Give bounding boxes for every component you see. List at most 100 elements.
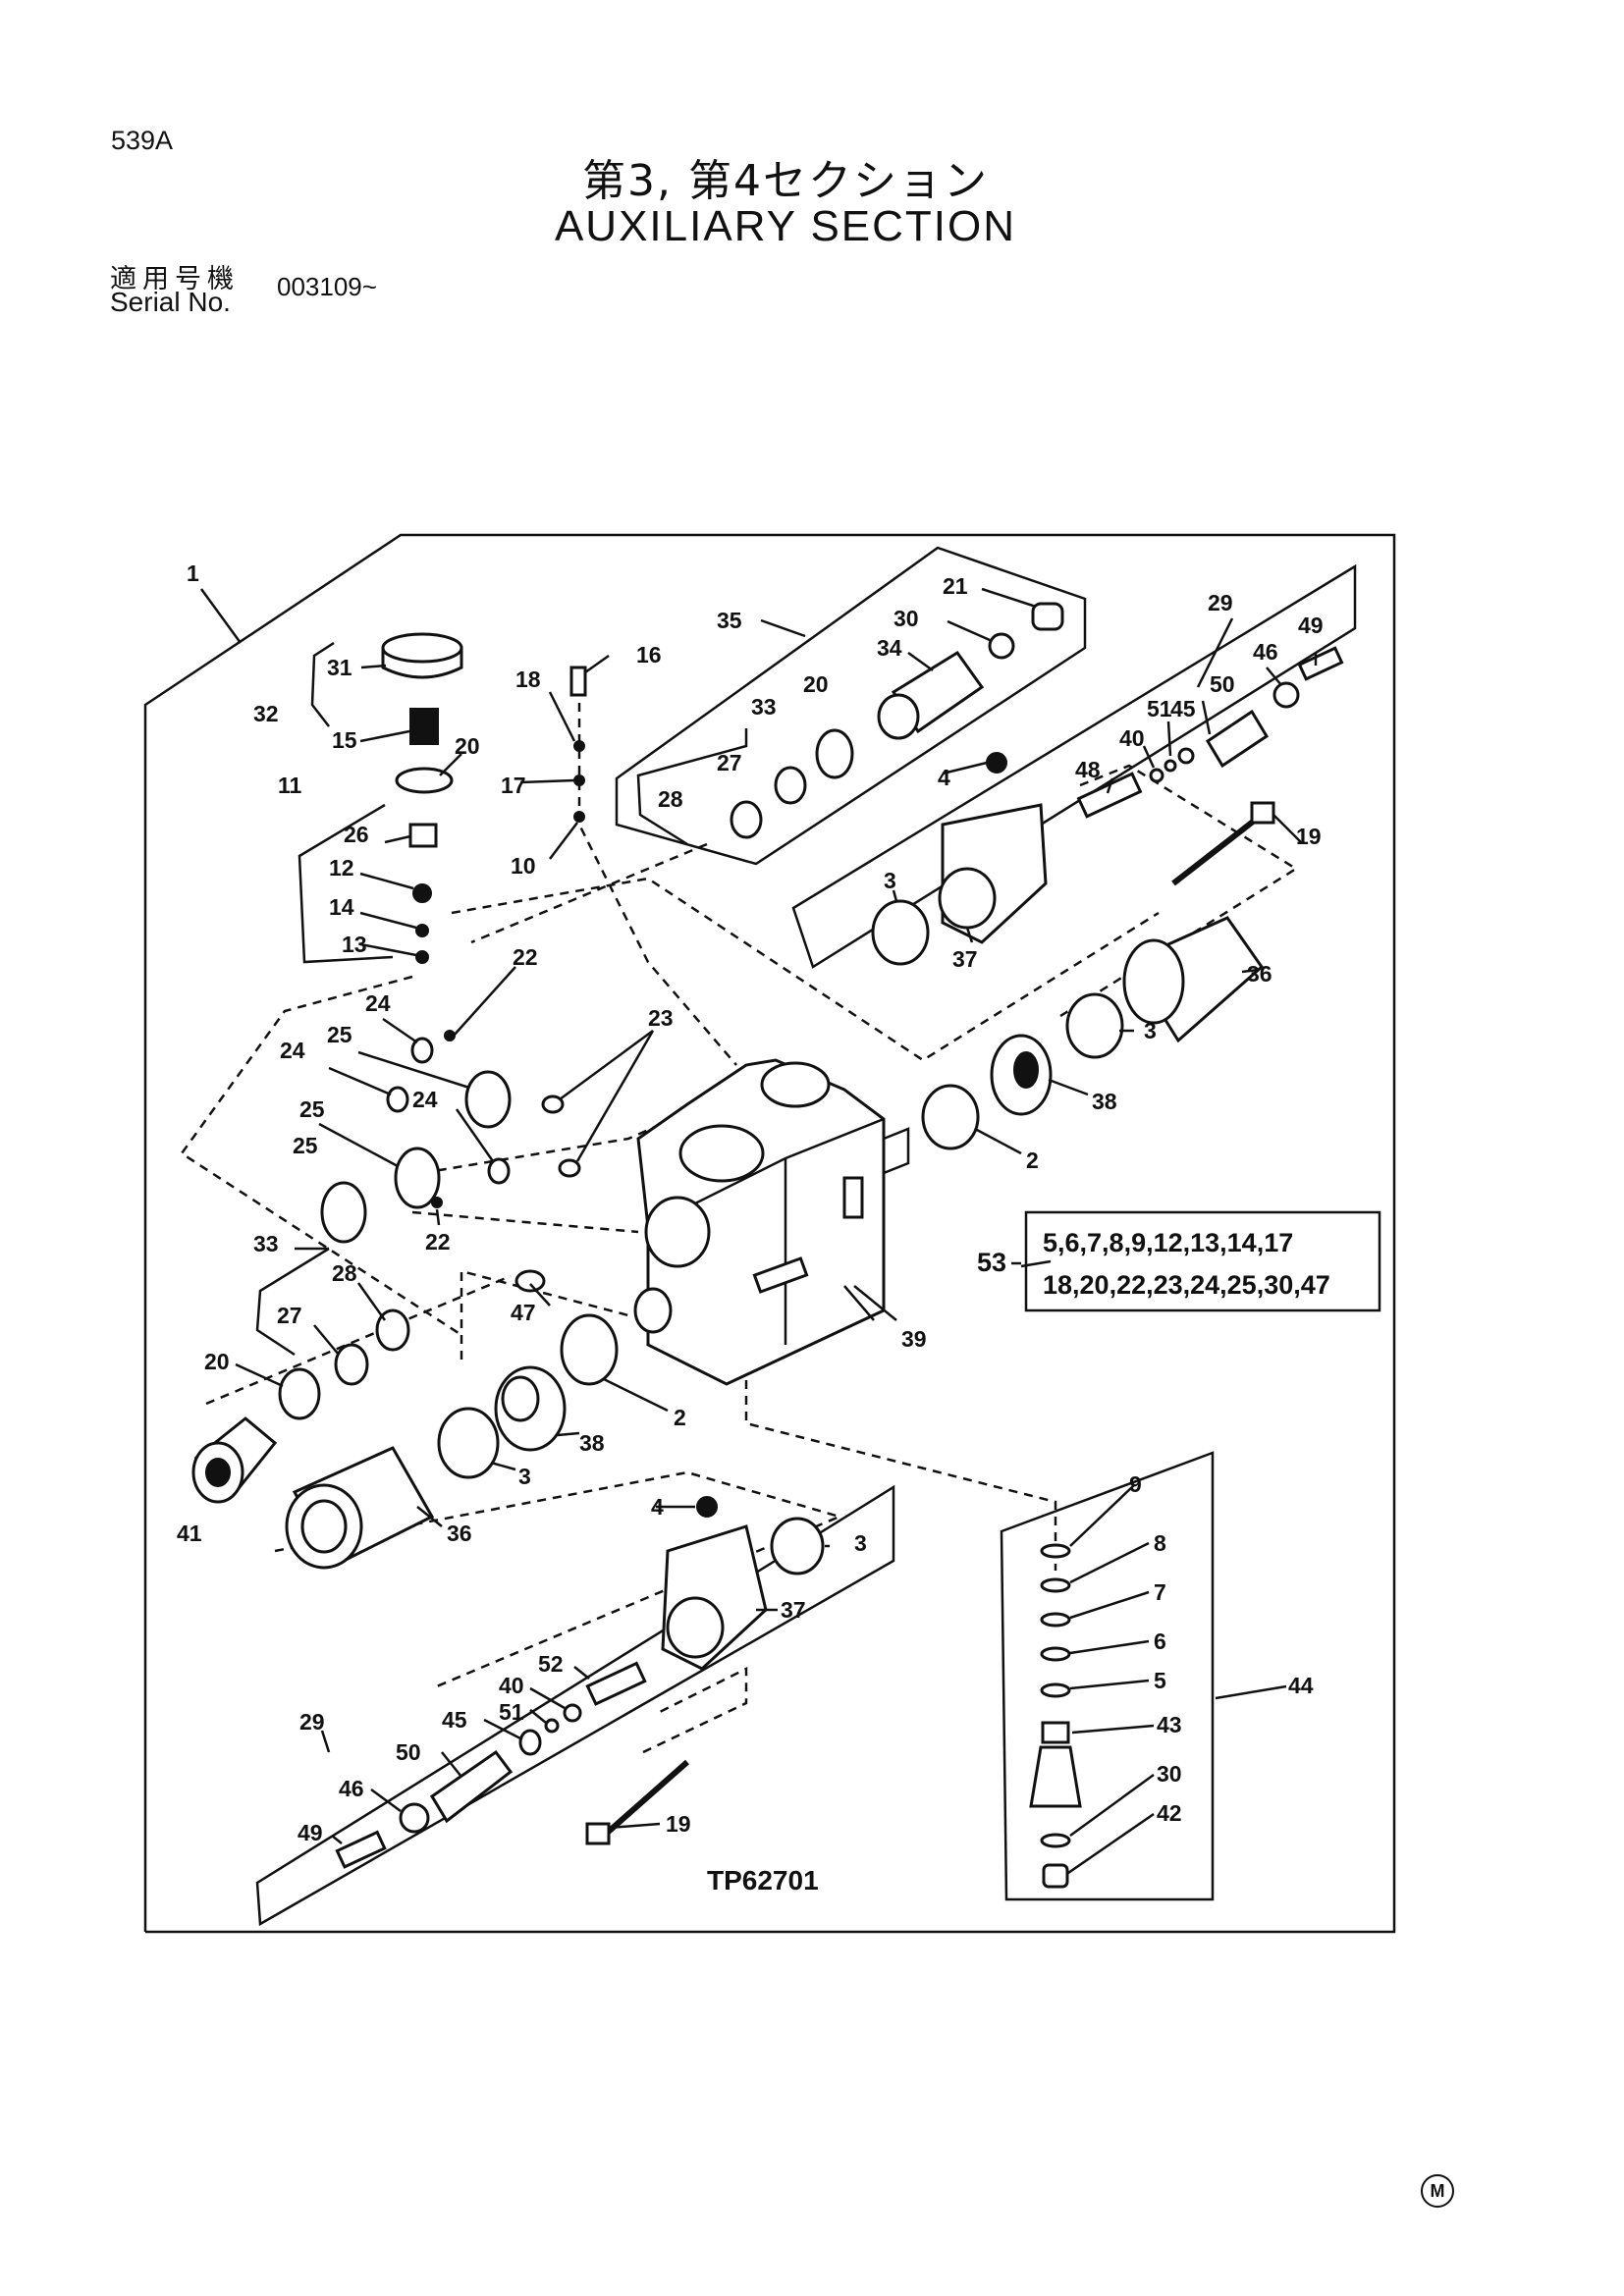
callout-34: 34 <box>877 635 902 661</box>
callout-17: 17 <box>501 773 526 798</box>
callout-24-b: 24 <box>280 1038 305 1063</box>
callout-21: 21 <box>943 573 968 599</box>
ring-20-left <box>278 1367 321 1420</box>
group-29-upper-outline <box>791 563 1357 969</box>
callout-18: 18 <box>515 667 541 692</box>
seal-24-b <box>386 1086 409 1113</box>
footer-mark: M <box>1421 2174 1454 2208</box>
oring-2-left <box>560 1313 619 1386</box>
pin-52 <box>585 1661 647 1706</box>
bolt-4-upper <box>986 752 1007 774</box>
spool-38-right <box>990 1034 1053 1116</box>
callout-28-left: 28 <box>332 1260 357 1286</box>
screw-16 <box>569 666 587 697</box>
seal-25-a <box>464 1070 512 1129</box>
callout-19-top: 19 <box>1296 824 1322 849</box>
callout-37-lower: 37 <box>781 1597 806 1623</box>
callout-16: 16 <box>636 642 662 667</box>
serial-label-en: Serial No. <box>110 287 231 317</box>
serial-value: 003109~ <box>277 272 377 301</box>
callout-46-lower: 46 <box>339 1776 364 1801</box>
washer-47 <box>514 1269 546 1293</box>
outer-frame <box>143 533 1396 1934</box>
bolt-49-upper <box>1297 646 1344 681</box>
ring-20-top-right <box>815 728 854 779</box>
callout-3-upper: 3 <box>884 868 896 893</box>
cover-36-left <box>285 1446 435 1570</box>
callout-30-top: 30 <box>893 606 919 631</box>
group-44-outline <box>1000 1451 1215 1901</box>
callout-29-lower: 29 <box>299 1709 325 1735</box>
seal-24-c <box>487 1157 511 1185</box>
callout-27-top: 27 <box>717 750 742 775</box>
callout-38-left: 38 <box>579 1430 605 1456</box>
callout-30-stack: 30 <box>1157 1761 1182 1787</box>
serial-label-jp: 適用号機 <box>110 264 240 294</box>
callout-40-lower: 40 <box>499 1673 524 1698</box>
ring-30-top <box>988 632 1015 660</box>
callout-33-left: 33 <box>253 1231 279 1256</box>
callout-11: 11 <box>278 773 302 798</box>
note-line-1: 5,6,7,8,9,12,13,14,17 <box>1043 1228 1293 1257</box>
nut-46-lower <box>399 1802 430 1834</box>
group-32-bracket <box>310 641 335 727</box>
callout-25-b: 25 <box>299 1096 325 1122</box>
callout-4-lower: 4 <box>651 1494 664 1520</box>
callout-12: 12 <box>329 855 354 881</box>
plug-21 <box>1031 602 1064 631</box>
callout-23: 23 <box>648 1005 674 1031</box>
note-box-53: 53 5,6,7,8,9,12,13,14,17 18,20,22,23,24,… <box>977 1210 1381 1312</box>
callout-22-top: 22 <box>513 944 538 970</box>
callout-43: 43 <box>1157 1712 1182 1737</box>
callout-13: 13 <box>342 932 367 957</box>
callout-20-top: 20 <box>455 733 480 759</box>
ring-12 <box>412 883 432 903</box>
callout-31: 31 <box>327 655 352 680</box>
callout-3-right: 3 <box>1144 1018 1157 1043</box>
callout-15: 15 <box>332 727 357 753</box>
bolt-19-upper-head <box>1250 801 1275 825</box>
callout-8: 8 <box>1154 1530 1166 1556</box>
assembly-dash-bottom-left <box>205 1274 512 1406</box>
callout-20-top-right: 20 <box>803 671 829 697</box>
adjuster-50-upper <box>1205 709 1270 769</box>
page-title-jp: 第3, 第4セクション <box>582 156 989 206</box>
ball-10 <box>573 811 585 823</box>
callout-42: 42 <box>1157 1800 1182 1826</box>
plug-26 <box>408 823 438 848</box>
group-35-outline <box>615 546 1087 866</box>
callout-49-lower: 49 <box>298 1820 323 1845</box>
callout-3-left: 3 <box>518 1464 531 1489</box>
callout-48: 48 <box>1075 757 1101 782</box>
bolt-49-lower <box>335 1830 387 1869</box>
cover-36-right <box>1122 916 1264 1043</box>
assembly-dash-bottom <box>744 1364 1057 1571</box>
oring-3-left <box>437 1407 500 1479</box>
callout-49-top: 49 <box>1298 613 1324 638</box>
seal-27-left <box>334 1343 369 1386</box>
callout-47: 47 <box>511 1300 536 1325</box>
assembly-dash-lower <box>274 1470 843 1690</box>
callout-35: 35 <box>717 608 742 633</box>
page-title-en: AUXILIARY SECTION <box>554 202 1017 250</box>
callout-50-top: 50 <box>1210 671 1235 697</box>
callout-33-top: 33 <box>751 694 777 720</box>
callout-22-bottom: 22 <box>425 1229 451 1255</box>
note-ref-53: 53 <box>977 1248 1006 1277</box>
callout-41: 41 <box>177 1521 202 1546</box>
assembly-dash-18 <box>577 687 737 1066</box>
callout-52: 52 <box>538 1651 564 1677</box>
callout-5: 5 <box>1154 1668 1166 1693</box>
ring-40-upper <box>1149 768 1164 783</box>
callout-51-top: 51 <box>1147 696 1172 721</box>
relief-valve-stack-44 <box>1029 1543 1082 1889</box>
callout-9: 9 <box>1129 1471 1142 1497</box>
callout-4-top: 4 <box>938 765 950 790</box>
callout-32: 32 <box>253 701 279 726</box>
ring-45-upper <box>1177 747 1195 765</box>
oring-3-lower <box>770 1517 825 1575</box>
callout-1: 1 <box>187 561 199 586</box>
group-33-upper-bracket <box>636 728 748 846</box>
bolt-19-lower-head <box>585 1822 611 1845</box>
